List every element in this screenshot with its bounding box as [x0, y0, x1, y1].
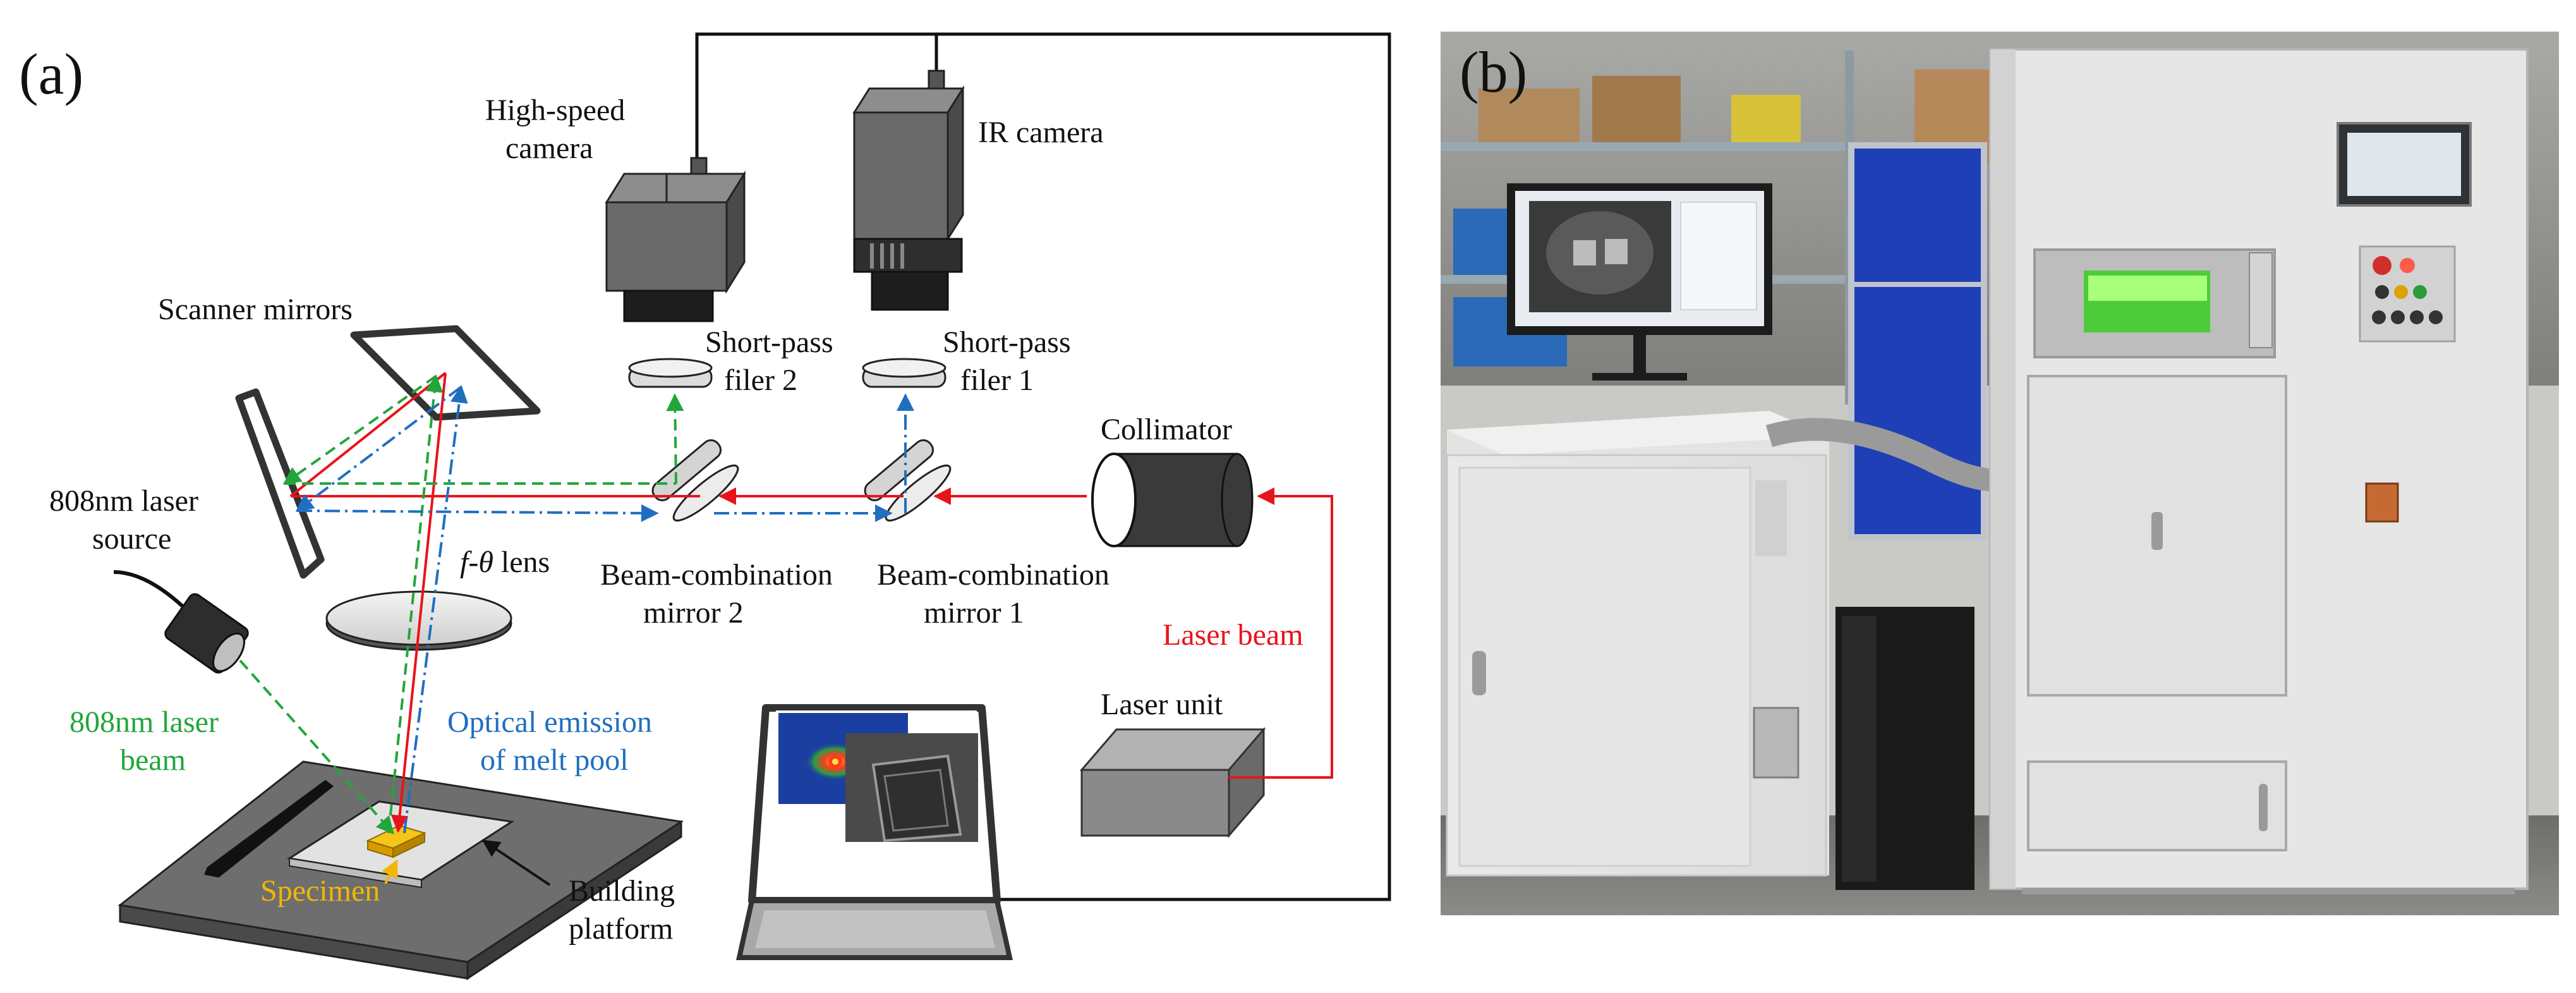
f-theta-symbol: f-θ — [460, 545, 493, 579]
laser-unit-label: Laser unit — [1101, 688, 1223, 721]
monitor — [1507, 183, 1772, 381]
beam-combination-mirror-1-label-2: mirror 1 — [924, 596, 1024, 630]
laser-808-source — [113, 570, 249, 674]
connection-pipe — [1765, 418, 2004, 492]
laser-beam-path — [289, 372, 1333, 833]
camera-computer-cable — [695, 32, 1391, 901]
left-cabinet — [1446, 411, 1829, 877]
laser-808-source-label-2: source — [92, 522, 171, 556]
scanner-mirror-lower — [235, 388, 325, 579]
f-theta-lens-word: lens — [493, 545, 550, 579]
short-pass-filter-1-label-1: Short-pass — [943, 326, 1071, 359]
high-speed-camera — [605, 157, 746, 322]
emergency-switch — [2365, 482, 2399, 523]
ir-camera — [852, 70, 965, 311]
optical-emission-path — [295, 385, 914, 834]
panel-a-tag: (a) — [19, 42, 83, 106]
ir-camera-label: IR camera — [978, 116, 1104, 149]
f-theta-lens-label: f-θ lens — [460, 545, 550, 579]
building-platform — [118, 760, 684, 980]
high-speed-camera-label-2: camera — [505, 131, 593, 165]
laser-808-beam-path — [239, 374, 684, 835]
scanner-mirrors-label: Scanner mirrors — [158, 293, 353, 326]
optical-emission-label-1: Optical emission — [447, 705, 652, 739]
laptop — [736, 704, 1013, 960]
laser-beam-label: Laser beam — [1163, 618, 1303, 652]
pc-tower — [1835, 607, 1974, 890]
short-pass-filter-2 — [628, 358, 713, 388]
specimen-pointer-arrow — [382, 859, 398, 884]
collimator-label: Collimator — [1101, 413, 1232, 446]
platform-pointer-arrow — [481, 839, 551, 886]
laser-808-beam-label-1: 808nm laser — [70, 705, 219, 739]
specimen — [366, 824, 426, 858]
laser-808-source-label-1: 808nm laser — [49, 484, 198, 518]
machine-cabinet — [1989, 48, 2529, 894]
collimator — [1091, 453, 1254, 547]
panel-b-photo: (b) — [1441, 32, 2559, 915]
specimen-label: Specimen — [260, 874, 380, 908]
laser-808-beam-label-2: beam — [120, 743, 186, 777]
beam-combination-mirror-2-label-1: Beam-combination — [600, 558, 833, 592]
control-buttons — [2359, 245, 2456, 343]
laser-unit — [1079, 726, 1266, 839]
building-platform-label-2: platform — [569, 912, 673, 946]
beam-combination-mirror-1-label-1: Beam-combination — [877, 558, 1110, 592]
building-platform-label-1: Building — [569, 874, 675, 908]
short-pass-filter-2-label-2: filer 2 — [724, 363, 797, 397]
panel-b-tag: (b) — [1460, 40, 1527, 104]
optical-emission-label-2: of melt pool — [480, 743, 629, 777]
short-pass-filter-1 — [862, 358, 946, 388]
beam-combination-mirror-2-label-2: mirror 2 — [643, 596, 744, 630]
beam-combination-mirror-2 — [651, 439, 739, 522]
short-pass-filter-2-label-1: Short-pass — [705, 326, 833, 359]
high-speed-camera-label-1: High-speed — [485, 94, 625, 127]
panel-a-schematic: (a) High-speed camera IR cam — [19, 32, 1391, 980]
short-pass-filter-1-label-2: filer 1 — [960, 363, 1034, 397]
